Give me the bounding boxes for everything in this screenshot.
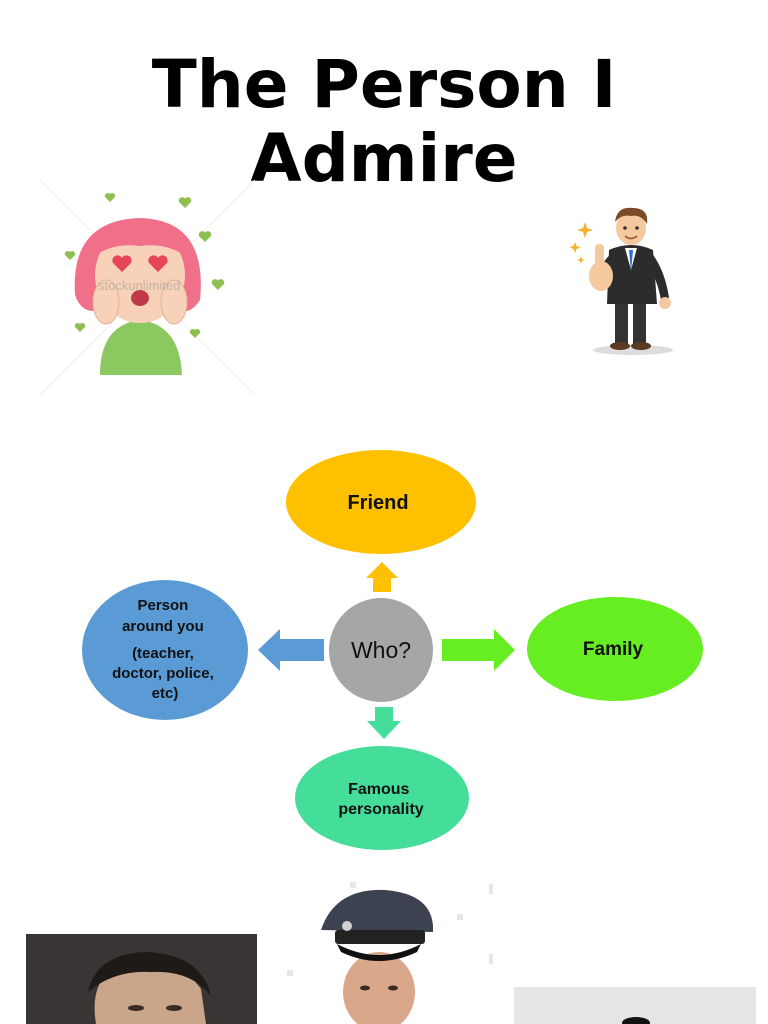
who-mind-map: Friend Who? Family Person around you (te… xyxy=(82,450,703,850)
girl-hearts-icon: stockunlimited xyxy=(40,180,255,395)
title-line-2: Admire xyxy=(250,120,518,197)
node-family-label: Family xyxy=(583,639,644,660)
node-person-label: Person around you (teacher, doctor, poli… xyxy=(112,597,218,702)
node-center xyxy=(329,598,433,702)
watermark-text: stockunlimited xyxy=(98,278,180,293)
node-center-label: Who? xyxy=(351,637,411,663)
node-friend xyxy=(286,450,476,554)
person-photo xyxy=(514,987,756,1024)
title-line-1: The Person I xyxy=(151,46,617,123)
heart-icons xyxy=(64,193,225,338)
footballer-photo xyxy=(26,934,257,1024)
node-famous-personality xyxy=(295,746,469,850)
node-friend-label: Friend xyxy=(347,492,408,514)
arrow-right-icon xyxy=(442,629,515,671)
node-famous-label: Famous personality xyxy=(338,781,423,818)
node-family xyxy=(527,597,703,701)
arrow-left-icon xyxy=(258,629,324,671)
businessman-thumbs-up-icon xyxy=(569,207,673,355)
page-title: The Person I Admire xyxy=(0,48,768,196)
police-officer-photo xyxy=(275,880,495,1024)
node-person-around-you xyxy=(82,580,248,720)
arrow-down-icon xyxy=(367,707,401,739)
arrow-up-icon xyxy=(366,562,398,592)
sparkle-icons xyxy=(569,222,593,264)
